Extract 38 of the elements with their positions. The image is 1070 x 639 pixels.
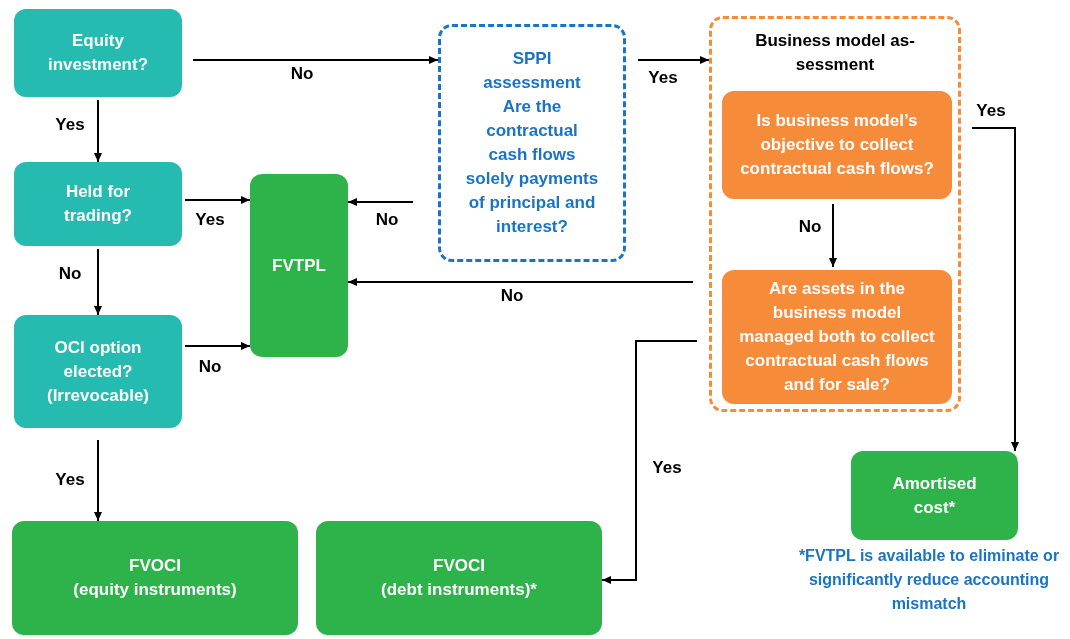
decision-box (14, 162, 182, 246)
node-text: Is business model’s objective to collect contractual cash flows? (739, 110, 935, 180)
node-text: (equity instruments) (73, 579, 237, 601)
result-box (12, 521, 298, 635)
node-text: Amortised cost* (891, 472, 978, 519)
node-text: Equity investment? (46, 30, 150, 76)
arrow (94, 248, 102, 316)
node-text: Are the contractual cash flows solely payments of principal and interest? (465, 96, 599, 238)
arrow (601, 340, 698, 584)
decision-box (14, 9, 182, 97)
question-box (722, 91, 952, 199)
node-text: FVOCI (433, 555, 485, 577)
arrow (829, 203, 837, 268)
footnote: *FVTPL is available to eliminate or significantly reduce accounting mismatch (797, 546, 1061, 614)
node-text: Are assets in the business model managed both to collect contractual cash flows and for sale? (738, 278, 936, 396)
assessment-group-box (709, 16, 961, 412)
result-box (851, 451, 1018, 540)
node-text: FVTPL (272, 254, 326, 277)
arrow (637, 56, 710, 64)
node-text: Held for trading? (63, 181, 133, 227)
node-text: FVOCI (129, 555, 181, 577)
node-text: OCI option elected? (Irrevocable) (45, 336, 150, 407)
arrow (347, 278, 694, 286)
result-box (316, 521, 602, 635)
arrow (94, 99, 102, 163)
question-box (722, 270, 952, 404)
node-text: SPPI assessment (482, 48, 582, 94)
group-heading: Business model as- sessment (754, 30, 916, 76)
result-box (250, 174, 348, 357)
node-text: (debt instruments)* (381, 579, 537, 601)
arrow (971, 127, 1019, 452)
arrow (184, 196, 251, 204)
arrow (347, 198, 414, 206)
assessment-box (438, 24, 626, 262)
arrow (184, 342, 251, 350)
arrow (94, 439, 102, 522)
decision-box (14, 315, 182, 428)
arrow (192, 56, 439, 64)
